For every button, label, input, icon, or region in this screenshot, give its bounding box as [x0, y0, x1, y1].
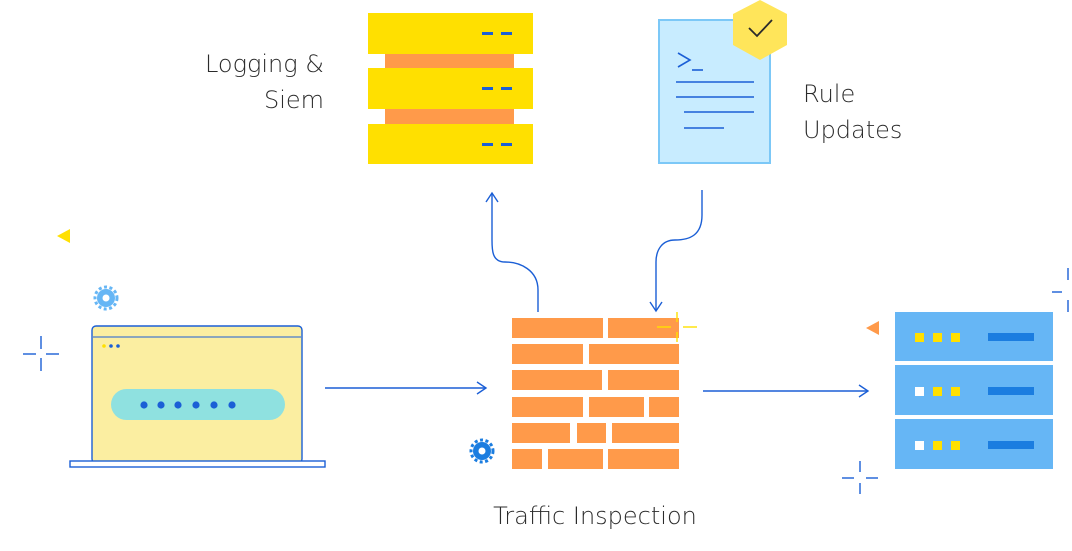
label-logging-siem: Logging & Siem [130, 46, 324, 118]
connector-from-rules [649, 190, 703, 313]
server-stack-icon [368, 13, 533, 164]
rack-server-icon [895, 312, 1053, 469]
connector-laptop-to-firewall [325, 381, 488, 395]
label-logging-line2: Siem [263, 86, 324, 114]
gear-icon [93, 285, 119, 311]
sparkle-icon [657, 312, 697, 342]
sparkle-icon [1052, 268, 1069, 312]
firewall-icon [512, 318, 679, 469]
sparkle-icon [842, 461, 878, 494]
check-badge-icon [733, 0, 787, 60]
connector-firewall-to-server [703, 384, 870, 398]
label-rules-line1: Rule [803, 80, 856, 108]
laptop-icon [69, 325, 326, 468]
label-rules-line2: Updates [803, 116, 903, 144]
label-logging-line1: Logging & [204, 50, 324, 78]
sparkle-icon [23, 336, 59, 371]
triangle-icon [57, 229, 70, 243]
connector-to-logging [485, 191, 539, 312]
triangle-icon [866, 321, 879, 335]
gear-icon [469, 438, 495, 464]
label-rule-updates: Rule Updates [803, 76, 902, 148]
label-traffic-inspection: Traffic Inspection [493, 502, 697, 530]
